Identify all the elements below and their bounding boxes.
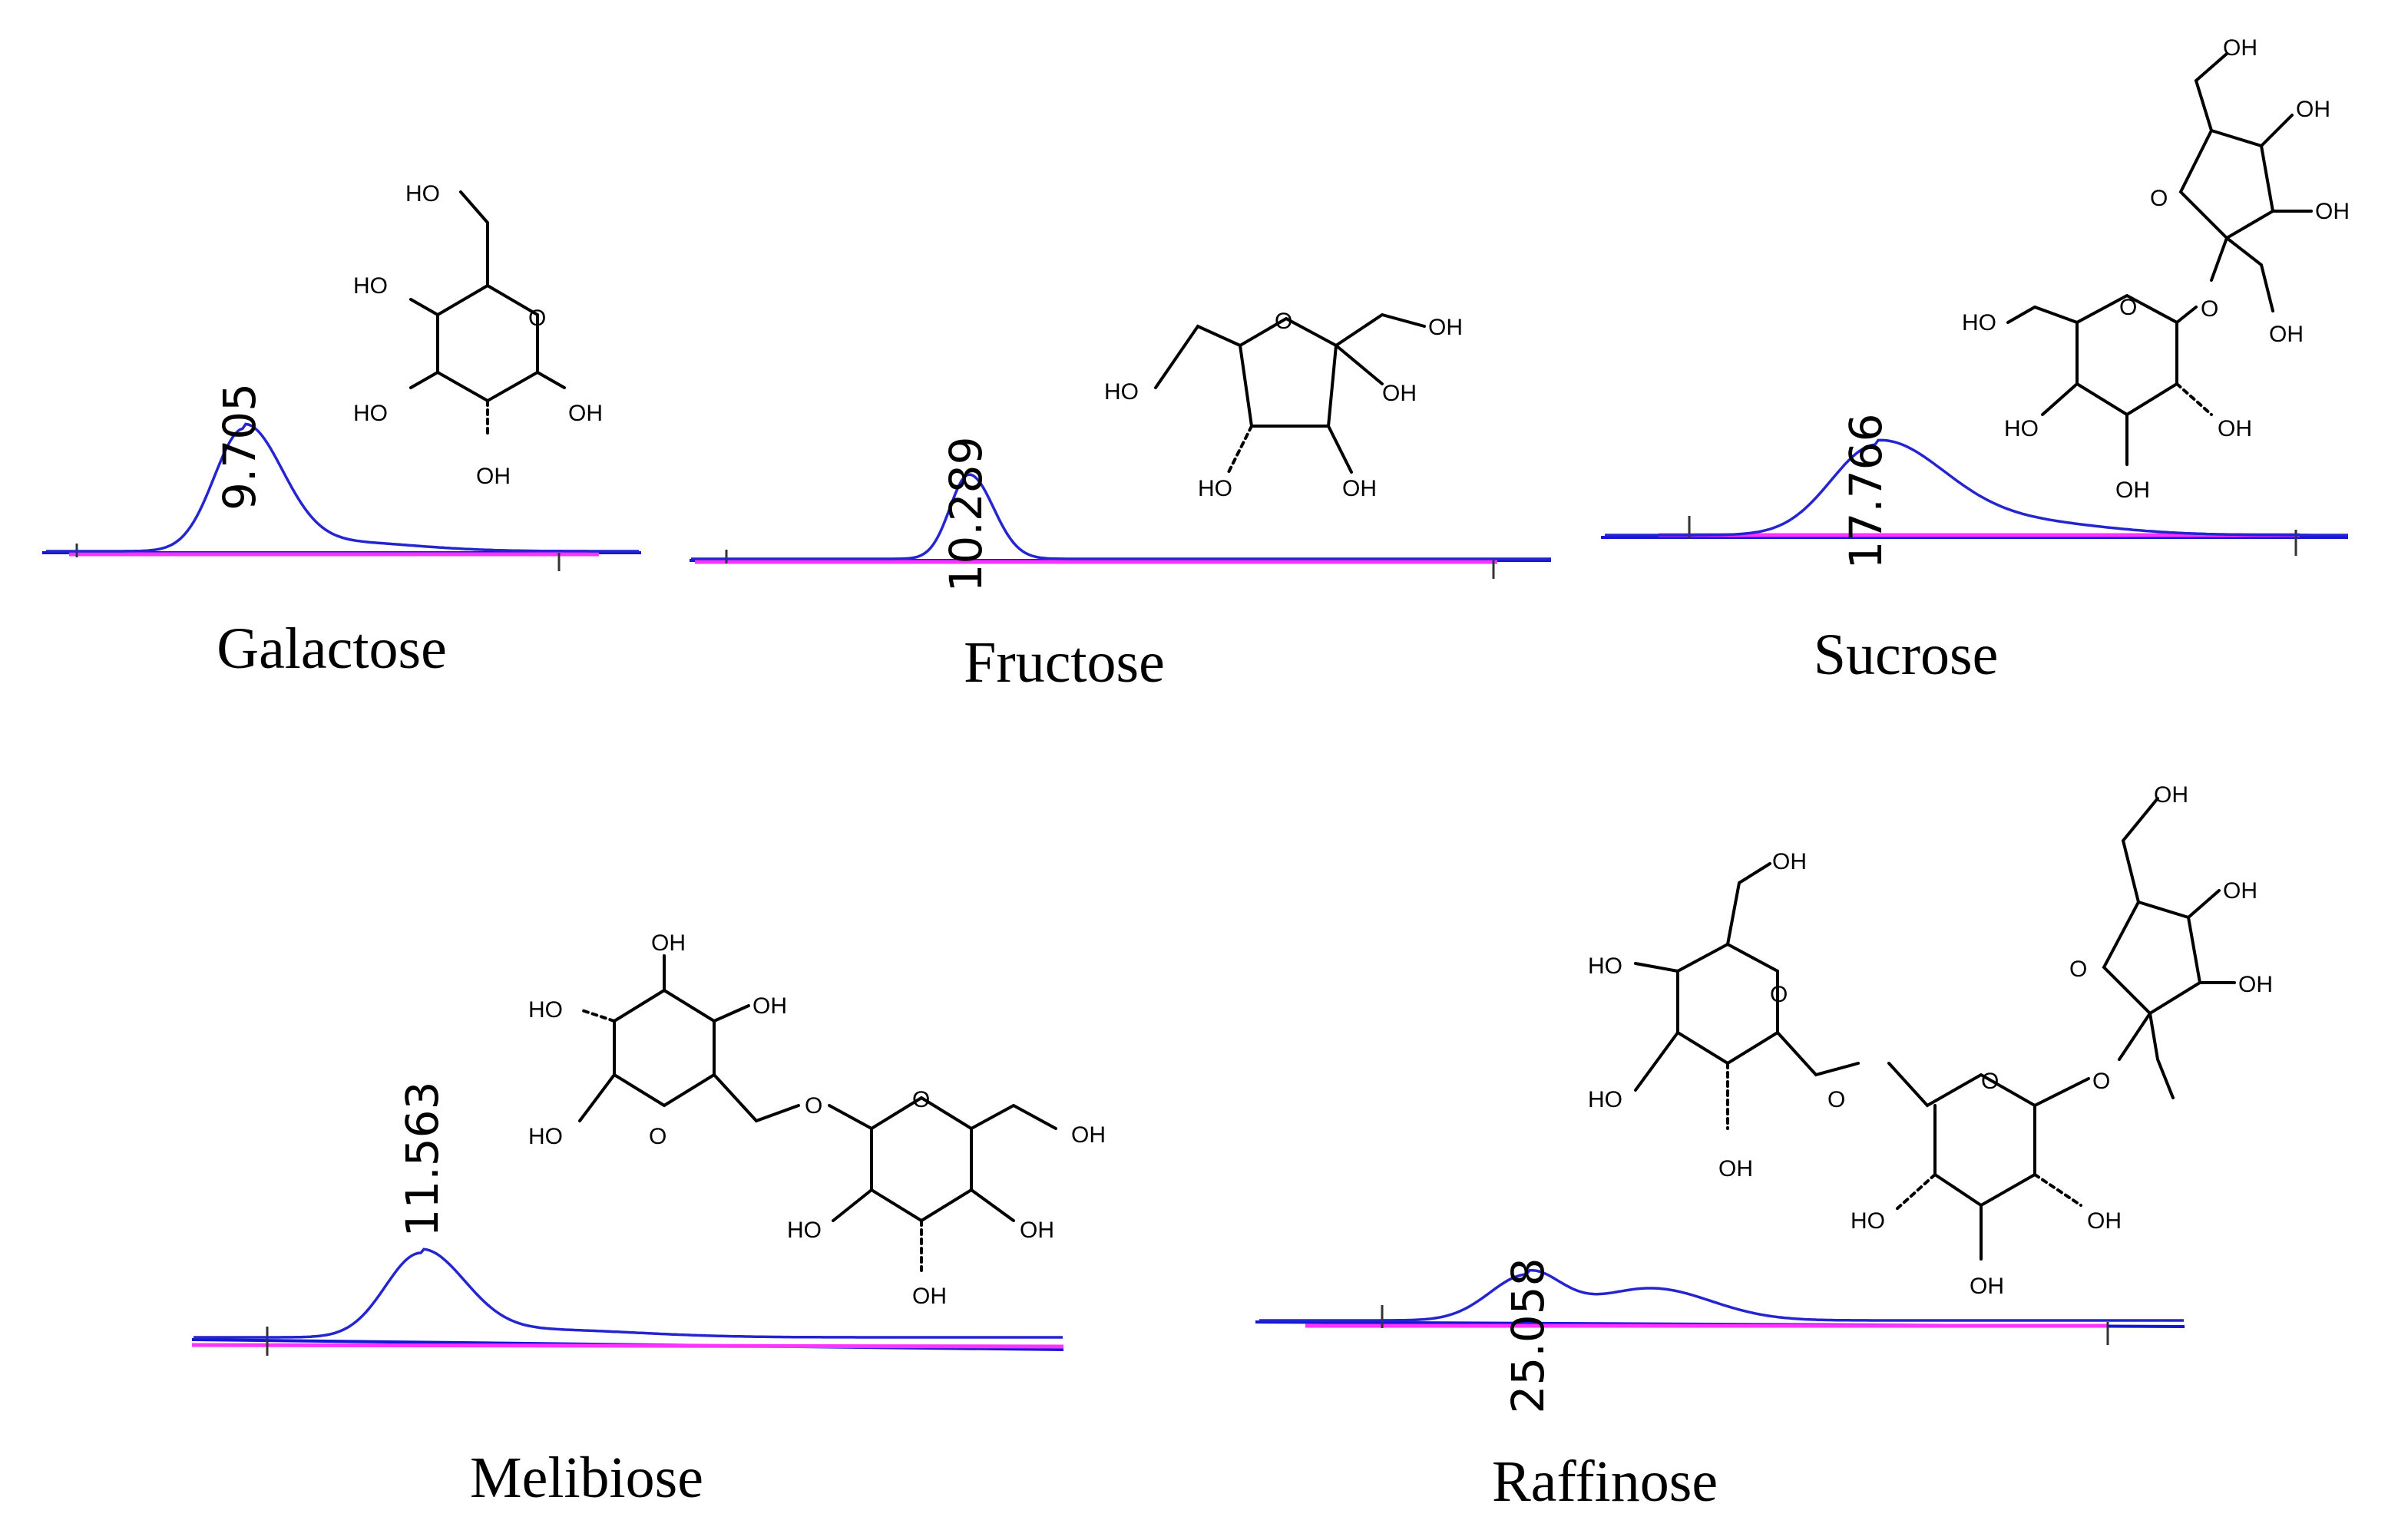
atom-label: HO <box>1588 1087 1622 1112</box>
chart-caption: Fructose <box>964 630 1165 695</box>
atom-label: OH <box>1428 315 1463 340</box>
atom-label: HO <box>1588 953 1622 979</box>
integration-line <box>191 1343 1064 1349</box>
atom-label: HO <box>353 401 388 426</box>
panel-raffinose: 25.058 Raffinose OH HO O HO OH O O O HO <box>1255 782 2273 1514</box>
atom-label: OH <box>2154 782 2188 808</box>
panel-sucrose: 17.766 Sucrose OH OH O OH OH O O HO HO <box>1601 35 2350 687</box>
chromatogram-trace <box>1259 1268 2184 1322</box>
atom-label: O <box>2092 1069 2110 1094</box>
raffinose-structure: OH HO O HO OH O O O HO OH OH OH OH <box>1588 782 2273 1299</box>
chart-caption: Melibiose <box>470 1446 703 1510</box>
atom-label: OH <box>1382 381 1417 406</box>
atom-label: O <box>649 1124 666 1149</box>
chromatogram-trace <box>691 473 1551 560</box>
atom-label: OH <box>568 401 603 426</box>
panel-fructose: 10.289 Fructose O OH OH HO HO OH <box>690 309 1551 695</box>
atom-label: O <box>2069 957 2087 982</box>
atom-label: OH <box>1071 1122 1106 1148</box>
chromatogram-trace <box>1605 438 2348 537</box>
atom-label: O <box>805 1093 822 1119</box>
chromatogram-trace <box>46 422 639 553</box>
chart-caption: Galactose <box>217 616 447 681</box>
atom-label: OH <box>2296 97 2330 122</box>
atom-label: HO <box>1851 1208 1885 1234</box>
melibiose-structure: OH HO OH HO O O O OH HO OH OH <box>528 930 1106 1309</box>
atom-label: HO <box>787 1218 822 1243</box>
peak-label: 11.563 <box>396 1082 448 1238</box>
panel-melibiose: 11.563 Melibiose OH HO OH HO O O O OH <box>191 930 1106 1510</box>
atom-label: O <box>2150 186 2168 211</box>
atom-label: O <box>2201 296 2218 322</box>
atom-label: OH <box>2238 972 2273 997</box>
atom-label: OH <box>1020 1218 1054 1243</box>
atom-label: OH <box>1718 1156 1753 1181</box>
atom-label: OH <box>2223 35 2257 61</box>
chart-caption: Raffinose <box>1492 1449 1718 1514</box>
atom-label: OH <box>651 930 686 956</box>
atom-label: OH <box>1342 476 1377 501</box>
chart-caption: Sucrose <box>1814 623 1999 687</box>
atom-label: HO <box>2004 416 2039 441</box>
atom-label: OH <box>1772 849 1807 874</box>
peak-label: 17.766 <box>1840 414 1892 570</box>
atom-label: HO <box>1962 310 1996 335</box>
atom-label: HO <box>1198 476 1232 501</box>
atom-label: OH <box>912 1284 947 1309</box>
panel-galactose: 9.705 Galactose HO HO HO O OH OH <box>42 181 641 681</box>
atom-label: OH <box>2087 1208 2122 1234</box>
atom-label: O <box>1827 1087 1845 1112</box>
atom-label: HO <box>528 1124 563 1149</box>
atom-label: HO <box>1104 379 1139 405</box>
atom-label: O <box>912 1087 930 1112</box>
atom-label: HO <box>353 273 388 299</box>
atom-label: OH <box>2115 478 2150 503</box>
atom-label: O <box>528 306 546 331</box>
atom-label: OH <box>752 993 787 1019</box>
atom-label: OH <box>1970 1274 2004 1299</box>
peak-label: 25.058 <box>1502 1258 1554 1414</box>
atom-label: OH <box>2223 878 2257 904</box>
atom-label: O <box>1275 309 1292 334</box>
atom-label: O <box>1981 1069 1999 1094</box>
fructose-structure: O OH OH HO HO OH <box>1104 309 1463 501</box>
peak-label: 10.289 <box>940 437 992 593</box>
peak-label: 9.705 <box>213 383 266 511</box>
atom-label: OH <box>2269 322 2304 347</box>
sucrose-structure: OH OH O OH OH O O HO HO OH OH <box>1962 35 2350 503</box>
atom-label: OH <box>2218 416 2252 441</box>
atom-label: HO <box>405 181 440 207</box>
atom-label: OH <box>2315 199 2350 224</box>
atom-label: O <box>2119 295 2137 320</box>
atom-label: OH <box>476 464 511 489</box>
galactose-structure: HO HO HO O OH OH <box>353 181 603 489</box>
chromatogram-trace <box>193 1248 1063 1339</box>
atom-label: O <box>1770 982 1788 1007</box>
atom-label: HO <box>528 997 563 1023</box>
